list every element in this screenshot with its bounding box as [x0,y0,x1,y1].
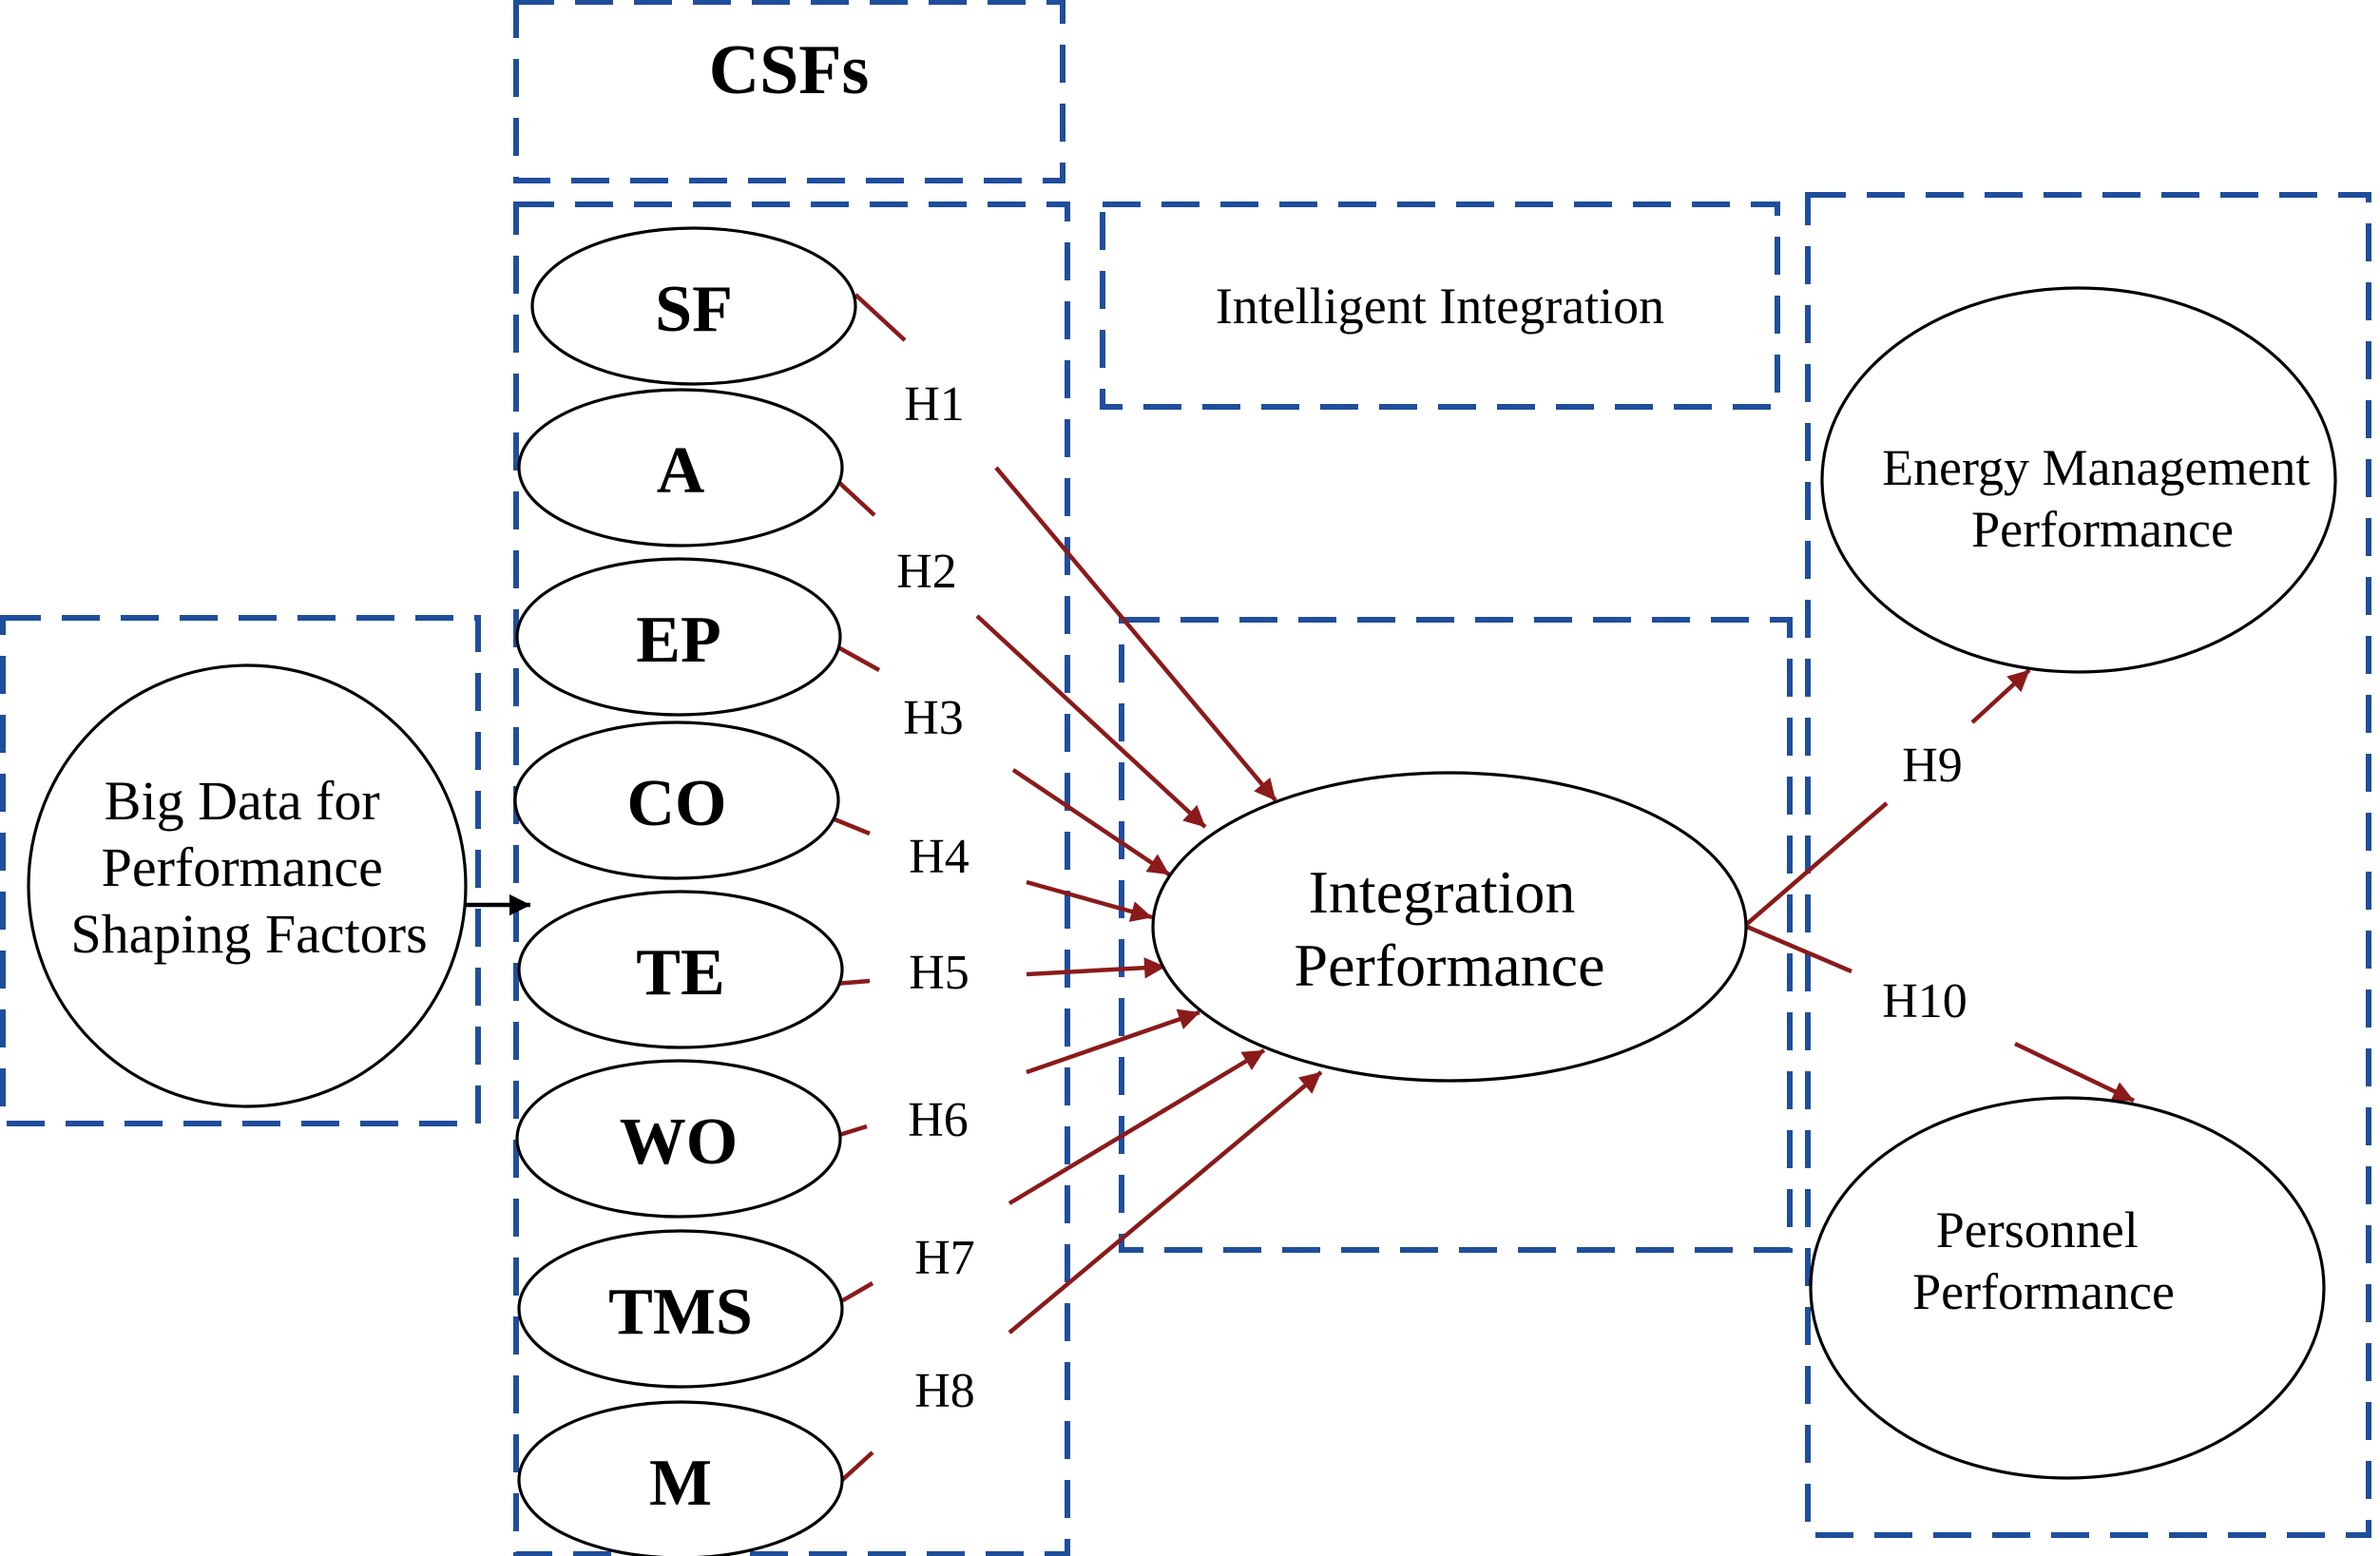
hypothesis-h3: H3 [903,691,964,745]
hypothesis-labels: H1 H2 H3 H4 H5 H6 H7 H8 H9 H10 [896,377,1967,1418]
intelligent-integration-label-frame [1100,202,1780,410]
personnel-performance-label: Personnel Performance [1912,1201,2175,1320]
edge-h7-segment-b [1008,1048,1266,1205]
node-ep-label: EP [636,604,720,677]
intelligent-integration-label: Intelligent Integration [1216,278,1664,335]
node-wo [515,1059,842,1219]
node-tms-label: TMS [608,1276,753,1349]
edge-h3-segment-b [1011,768,1171,876]
edge-h8-segment-a [839,1450,874,1483]
integration-performance-label: Integration Performance [1295,858,1605,999]
edge-h5-segment-b [1026,957,1166,979]
energy-management-performance-line-1: Energy Management [1882,439,2310,496]
outcome-edges [1745,668,2135,1104]
outcomes-group-frame [1805,192,2371,1538]
node-sf [530,226,857,386]
edge-h2-segment-b [975,614,1207,829]
hypothesis-h6: H6 [908,1093,969,1147]
csfs-title-frame [513,0,1065,183]
edge-h9-segment-a [1745,801,1889,926]
personnel-performance-line-2: Performance [1912,1263,2175,1320]
edge-h10-segment-b [2014,1041,2135,1104]
personnel-performance-node [1809,1096,2326,1480]
hypothesis-h5: H5 [909,946,969,1000]
csfs-group-frame [513,202,1070,1556]
edge-h10-segment-a [1746,924,1852,974]
node-m-label: M [649,1447,712,1520]
node-a-label: A [657,434,705,508]
hypothesis-h10: H10 [1882,974,1967,1028]
hypothesis-h9: H9 [1902,739,1963,793]
node-te-label: TE [636,936,724,1009]
edge-h4-segment-b [1026,879,1153,922]
edge-h9-segment-b [1970,668,2031,724]
node-te [517,890,844,1049]
big-data-label-line-3: Shaping Factors [70,903,427,965]
node-wo-label: WO [620,1105,738,1179]
node-ep [515,557,842,717]
hypothesis-h1: H1 [904,377,965,432]
edge-h1-segment-b [994,466,1277,802]
big-data-label: Big Data for Performance Shaping Factors [70,770,427,965]
personnel-performance-line-1: Personnel [1936,1201,2139,1258]
energy-management-performance-line-2: Performance [1971,501,2234,558]
node-co [513,720,840,880]
hypothesis-h4: H4 [909,830,969,884]
big-data-label-line-2: Performance [102,836,383,898]
edge-h4-segment-a [834,816,871,836]
hypothesis-h2: H2 [896,545,957,599]
edge-h1-segment-a [854,293,907,342]
edge-h8-segment-b [1008,1070,1323,1335]
integration-performance-node [1151,771,1748,1083]
integration-performance-line-2: Performance [1295,932,1605,999]
big-data-label-line-1: Big Data for [105,770,380,832]
csfs-title: CSFs [709,31,870,109]
edge-h2-segment-a [835,478,876,517]
node-m [517,1400,844,1556]
energy-management-performance-label: Energy Management Performance [1882,439,2323,558]
big-data-group-frame [0,615,481,1126]
integration-performance-line-1: Integration [1309,858,1576,926]
energy-management-performance-node [1820,286,2337,674]
hypothesis-h7: H7 [914,1231,975,1285]
node-sf-label: SF [655,273,733,346]
big-data-node [27,663,468,1108]
edge-h3-segment-a [835,644,881,672]
node-co-label: CO [627,767,727,840]
node-a [517,388,844,547]
edge-h6-segment-b [1026,1009,1200,1075]
csf-factor-nodes: SF A EP CO TE WO TMS M [513,226,857,1556]
node-tms [517,1229,844,1389]
hypothesis-h8: H8 [914,1364,975,1418]
